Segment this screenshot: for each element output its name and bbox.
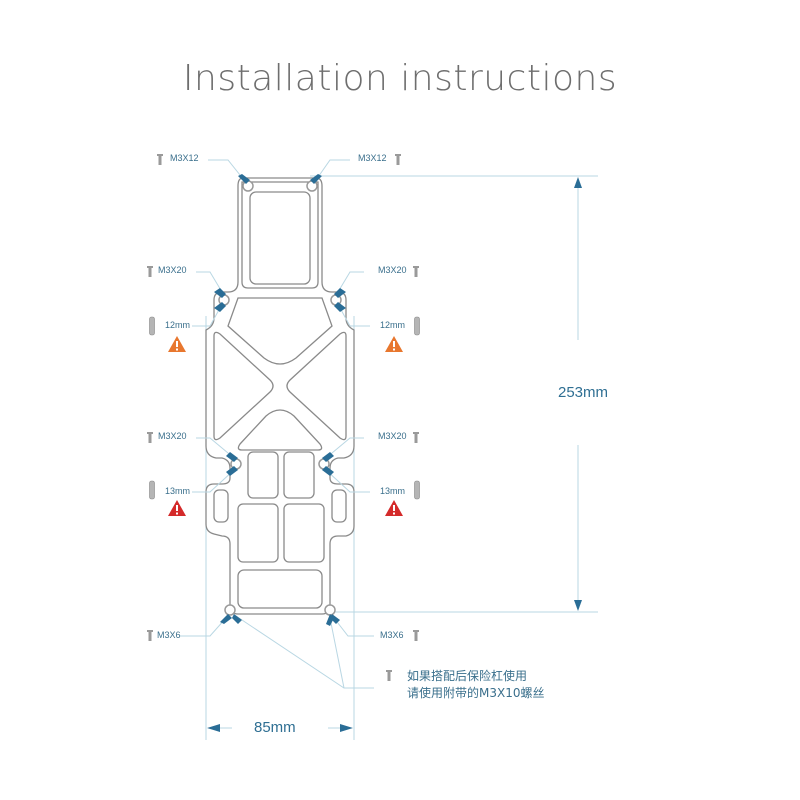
standoff-label-lower-left: 13mm	[165, 486, 191, 496]
screw-label-top-left: M3X12	[170, 153, 199, 163]
screw-label-bottom-right: M3X6	[380, 630, 404, 640]
warning-icon-red	[168, 500, 186, 516]
screw-icon	[395, 154, 401, 165]
mounting-holes	[218, 180, 342, 616]
warning-icon-orange	[168, 336, 186, 352]
standoff-icon	[149, 480, 155, 500]
bumper-note: 如果搭配后保险杠使用 请使用附带的M3X10螺丝	[407, 668, 544, 702]
screw-icons	[147, 154, 419, 681]
dimension-arrows	[207, 177, 582, 732]
page-title: Installation instructions	[182, 58, 618, 99]
screw-icon	[413, 630, 419, 641]
width-dimension: 85mm	[254, 719, 296, 736]
dimension-guides	[205, 175, 598, 740]
warning-icons	[168, 336, 403, 516]
bumper-note-line2: 请使用附带的M3X10螺丝	[407, 686, 545, 700]
mounting-plate	[205, 177, 355, 615]
screw-label-middle-right: M3X20	[378, 431, 407, 441]
screw-label-middle-left: M3X20	[158, 431, 187, 441]
screw-icon	[147, 266, 153, 277]
standoff-icon	[414, 480, 420, 500]
screw-label-top-right: M3X12	[358, 153, 387, 163]
warning-icon-orange	[385, 336, 403, 352]
standoff-label-upper-right: 12mm	[380, 320, 406, 330]
screw-label-upper-right: M3X20	[378, 265, 407, 275]
warning-icon-red	[385, 500, 403, 516]
screw-icon	[157, 154, 163, 165]
screw-icon	[413, 266, 419, 277]
screw-label-bottom-left: M3X6	[157, 630, 181, 640]
pointer-arrows	[214, 174, 346, 626]
standoff-icon	[149, 316, 155, 336]
screw-icon	[413, 432, 419, 443]
screw-icon	[147, 432, 153, 443]
standoff-label-upper-left: 12mm	[165, 320, 191, 330]
standoff-label-lower-right: 13mm	[380, 486, 406, 496]
screw-icon	[147, 630, 153, 641]
leader-lines	[180, 159, 374, 689]
screw-label-upper-left: M3X20	[158, 265, 187, 275]
screw-icon	[386, 670, 392, 681]
height-dimension: 253mm	[558, 384, 609, 401]
standoff-icon	[414, 316, 420, 336]
bumper-note-line1: 如果搭配后保险杠使用	[407, 669, 528, 683]
